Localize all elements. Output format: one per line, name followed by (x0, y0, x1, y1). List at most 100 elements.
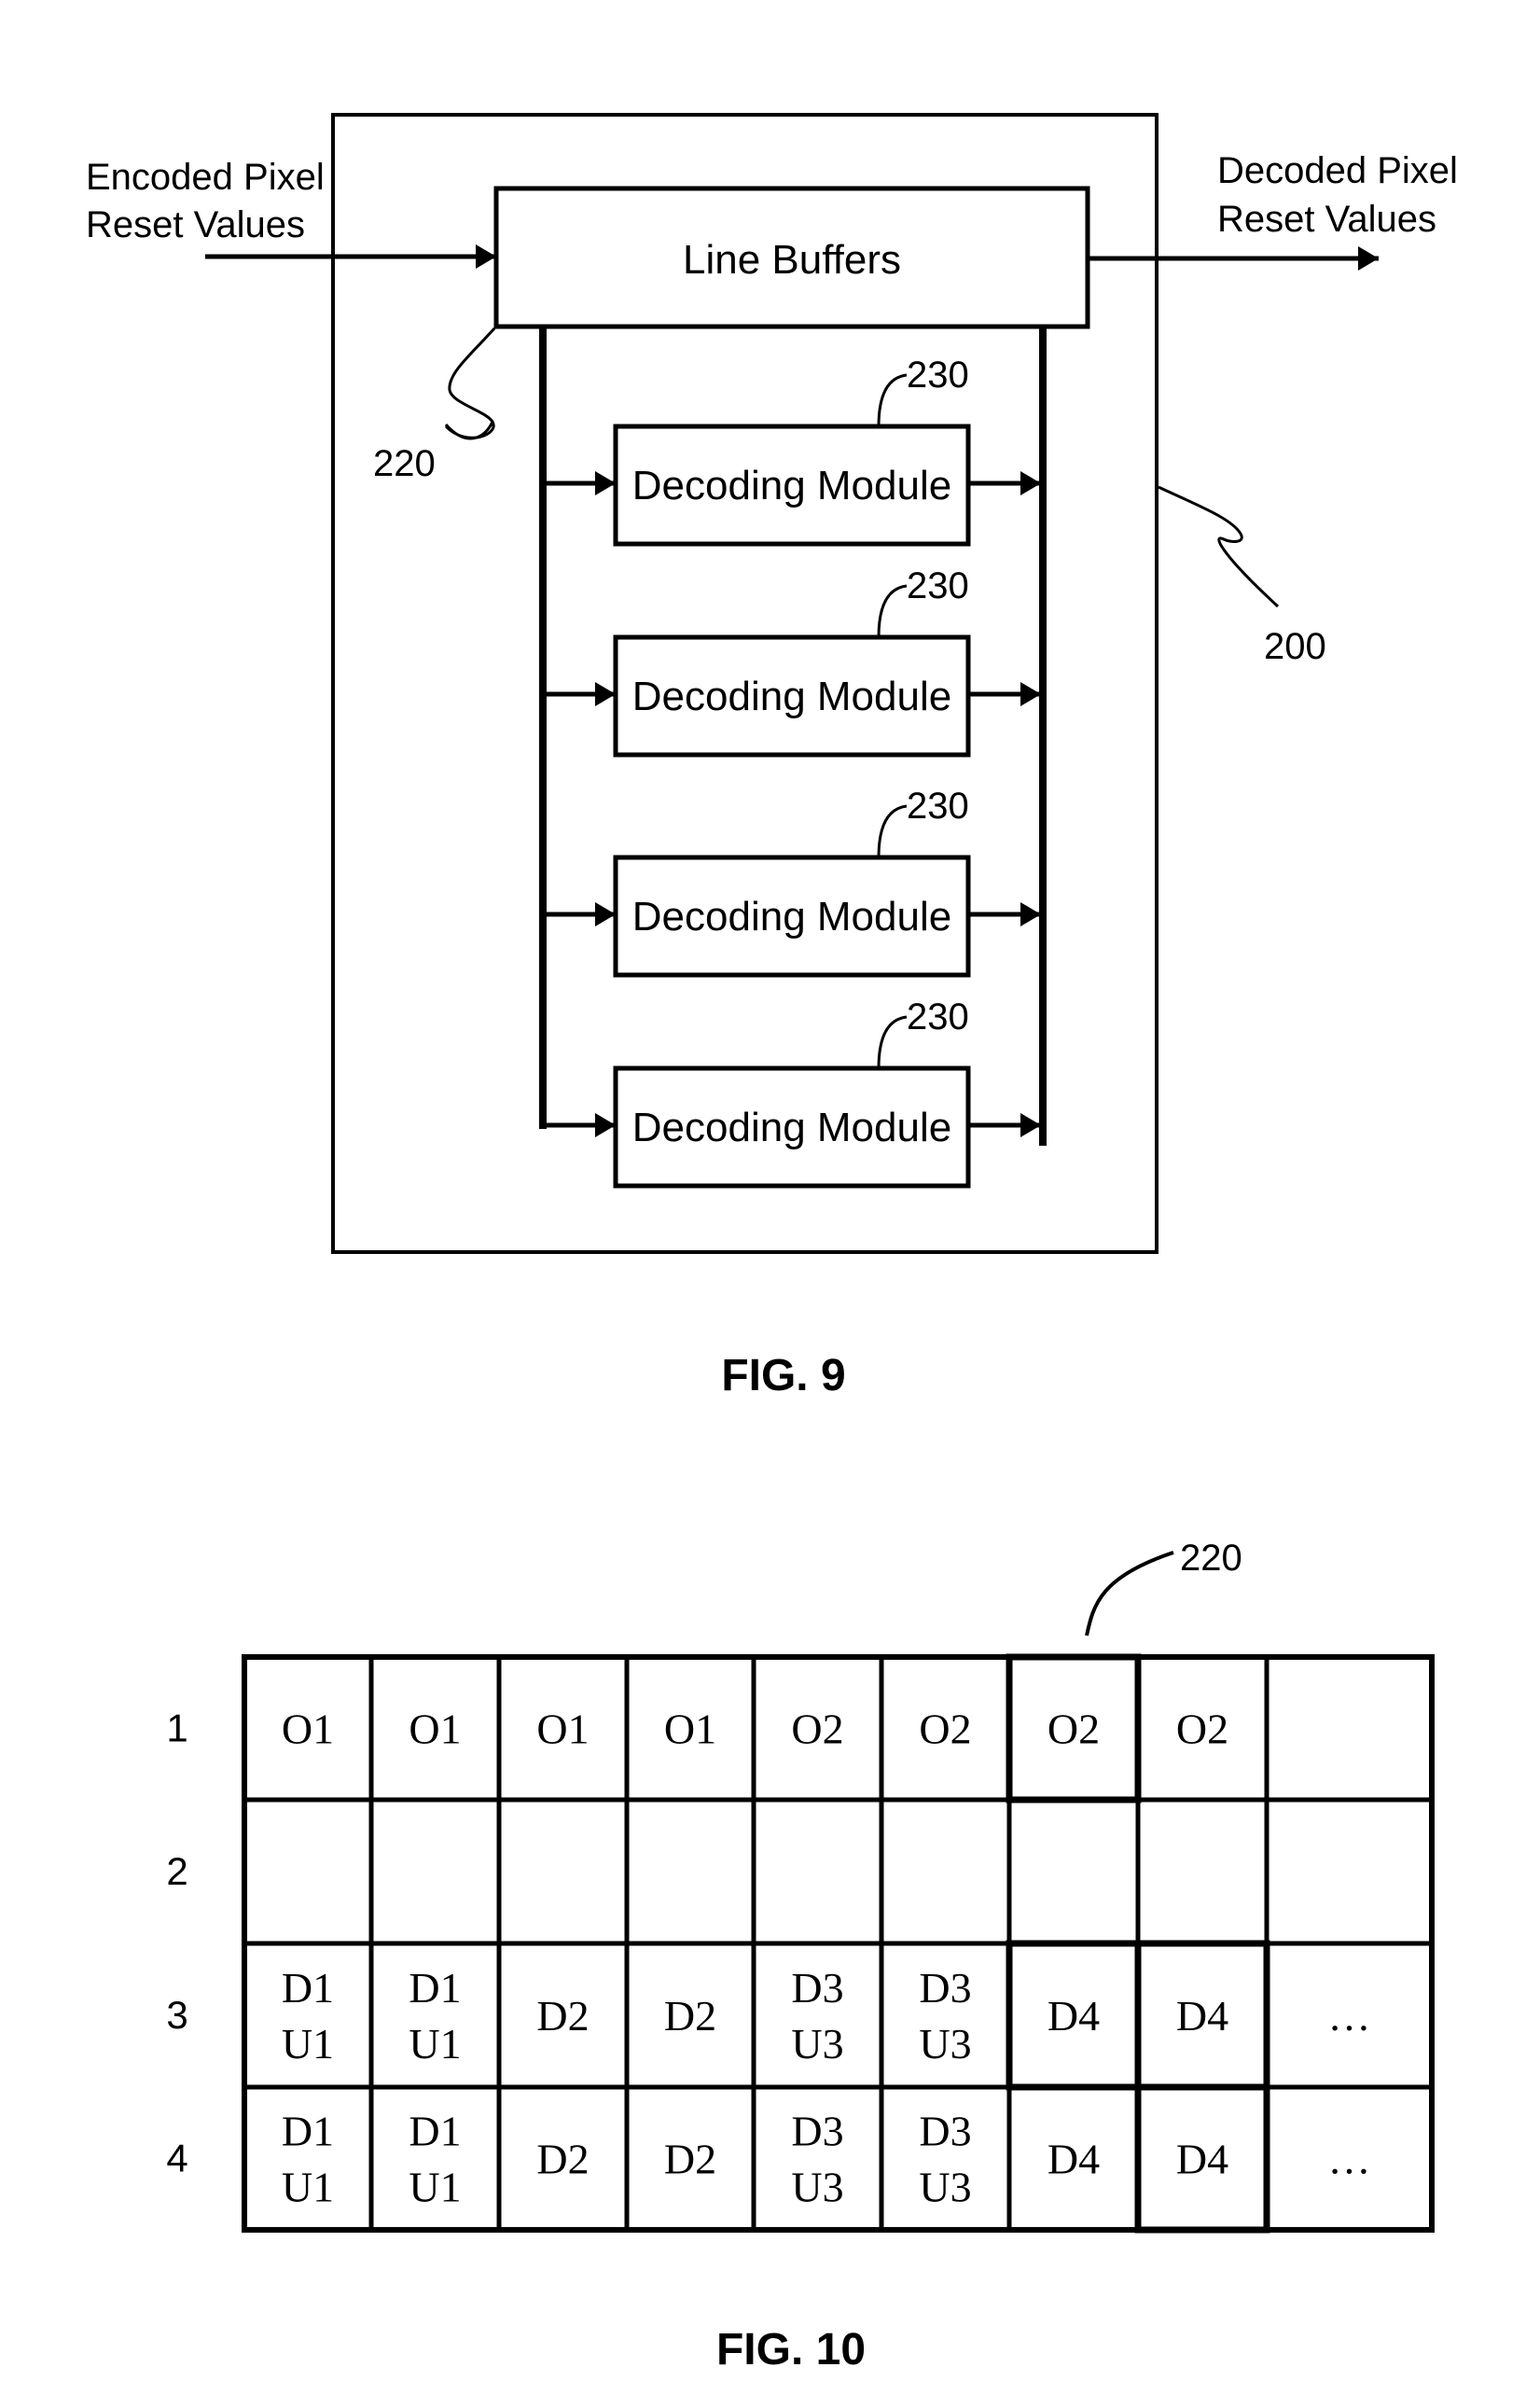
cell-value: D2 (664, 1992, 716, 2040)
cell-value-top: D1 (409, 1964, 461, 2012)
cell-value-bottom: U1 (282, 2164, 334, 2211)
grid-cell: D4 (1009, 1943, 1138, 2087)
grid-cell: D3U3 (881, 1943, 1009, 2087)
cell-value-top: D3 (919, 1964, 971, 2012)
decoding-module-4: Decoding Module230 (543, 996, 1041, 1186)
cell-value: O2 (791, 1706, 843, 1753)
cell-value: D4 (1176, 1992, 1228, 2040)
cell-value: D2 (536, 1992, 589, 2040)
grid-cell-box (1138, 1800, 1267, 1943)
grid-cell-box (371, 1800, 499, 1943)
grid-cell: D1U1 (371, 1943, 499, 2087)
grid-row-2: 2 (166, 1800, 1432, 1943)
grid-cell (754, 1800, 881, 1943)
ref-200-leader (1158, 487, 1250, 599)
fig10-ref-220-label: 220 (1180, 1538, 1242, 1579)
line-buffer-grid: 1O1O1O1O1O2O2O2O223D1U1D1U1D2D2D3U3D3U3D… (166, 1657, 1432, 2230)
grid-cell: D2 (627, 2087, 754, 2230)
line-buffers-label: Line Buffers (683, 237, 901, 283)
decoding-module-label: Decoding Module (632, 674, 951, 719)
cell-value-top: D1 (409, 2108, 461, 2155)
decoding-module-label: Decoding Module (632, 1105, 951, 1150)
grid-cell (499, 1800, 627, 1943)
grid-row-4: 4D1U1D1U1D2D2D3U3D3U3D4D4… (166, 2087, 1432, 2230)
cell-value: O1 (664, 1706, 716, 1753)
cell-value: O1 (536, 1706, 589, 1753)
cell-value: O2 (919, 1706, 971, 1753)
grid-cell: O1 (499, 1657, 627, 1800)
grid-cell-box (244, 1800, 371, 1943)
grid-cell (1138, 1800, 1267, 1943)
grid-cell: D2 (499, 2087, 627, 2230)
cell-value: O2 (1176, 1706, 1228, 1753)
row-number: 4 (166, 2137, 187, 2180)
grid-cell: O1 (244, 1657, 371, 1800)
cell-value: D4 (1047, 2136, 1100, 2183)
output-label-line1: Decoded Pixel (1217, 150, 1458, 191)
ref-230-leader (879, 806, 907, 857)
grid-cell (1267, 1657, 1432, 1800)
grid-cell: D4 (1009, 2087, 1138, 2230)
grid-cell: D3U3 (881, 2087, 1009, 2230)
row-number: 3 (166, 1993, 187, 2037)
cell-value-top: D3 (791, 1964, 843, 2012)
fig10-caption: FIG. 10 (716, 2325, 866, 2374)
ref-230-label: 230 (907, 786, 969, 827)
grid-cell (627, 1800, 754, 1943)
output-label-line2: Reset Values (1217, 199, 1436, 240)
ref-230-label: 230 (907, 565, 969, 606)
cell-value-bottom: U3 (791, 2020, 843, 2068)
cell-value-top: D1 (282, 1964, 334, 2012)
grid-cell: O1 (627, 1657, 754, 1800)
grid-cell: … (1267, 1943, 1432, 2087)
grid-cell (1267, 1800, 1432, 1943)
grid-cell: D2 (499, 1943, 627, 2087)
cell-value: O1 (409, 1706, 461, 1753)
grid-cell: O2 (1009, 1657, 1138, 1800)
grid-row-3: 3D1U1D1U1D2D2D3U3D3U3D4D4… (166, 1943, 1432, 2087)
cell-value-bottom: U3 (791, 2164, 843, 2211)
ref-220-label: 220 (373, 443, 436, 484)
cell-value: … (1328, 1992, 1371, 2040)
input-label-line1: Encoded Pixel (86, 157, 325, 198)
ref-230-leader (879, 1017, 907, 1068)
input-label-line2: Reset Values (86, 204, 305, 245)
grid-cell: D1U1 (244, 1943, 371, 2087)
cell-value-top: D3 (919, 2108, 971, 2155)
cell-value-bottom: U3 (919, 2164, 971, 2211)
row-number: 2 (166, 1849, 187, 1893)
cell-value: O1 (282, 1706, 334, 1753)
ref-230-label: 230 (907, 355, 969, 396)
grid-cell: O2 (881, 1657, 1009, 1800)
fig10-ref-220-leader (1087, 1553, 1173, 1636)
grid-cell-box (1267, 1800, 1432, 1943)
grid-row-1: 1 O1 O1 O1 O1 O2 O2 O2 O2 (166, 1657, 1432, 1800)
fig9-caption: FIG. 9 (721, 1351, 845, 1400)
grid-cell-box (881, 1800, 1009, 1943)
cell-value-bottom: U1 (409, 2020, 461, 2068)
grid-cell-box (627, 1800, 754, 1943)
grid-cell: O1 (371, 1657, 499, 1800)
cell-value: D4 (1176, 2136, 1228, 2183)
decoding-module-2: Decoding Module 230 (543, 565, 1041, 755)
grid-cell (881, 1800, 1009, 1943)
grid-cell-box (499, 1800, 627, 1943)
grid-cell-box (1267, 1657, 1432, 1800)
decoding-module-label: Decoding Module (632, 463, 951, 508)
decoding-module-3: Decoding Module 230 (543, 786, 1041, 975)
cell-value: D2 (536, 2136, 589, 2183)
figure-9: Encoded Pixel Reset Values Decoded Pixel… (86, 115, 1458, 1400)
figure-10: 1O1O1O1O1O2O2O2O223D1U1D1U1D2D2D3U3D3U3D… (166, 1538, 1432, 2374)
cell-value-bottom: U1 (409, 2164, 461, 2211)
grid-cell: … (1267, 2087, 1432, 2230)
ref-230-leader (879, 586, 907, 637)
decoding-module-label: Decoding Module (632, 894, 951, 940)
grid-cell: D3U3 (754, 1943, 881, 2087)
row-number: 1 (166, 1706, 187, 1750)
grid-cell: D4 (1138, 1943, 1267, 2087)
cell-value-top: D1 (282, 2108, 334, 2155)
grid-cell (371, 1800, 499, 1943)
ref-230-leader (879, 375, 907, 426)
grid-cell: D3U3 (754, 2087, 881, 2230)
